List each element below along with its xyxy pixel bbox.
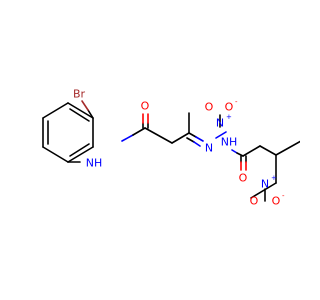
ring1-inner-bond	[69, 108, 90, 122]
nitro-minus-charge: -	[282, 192, 285, 200]
imine-bond	[188, 132, 197, 138]
nitro-oxygen-label: O	[250, 195, 259, 208]
c-c-bond	[259, 145, 277, 156]
amide-oxygen-label: O	[141, 100, 150, 113]
hydrazide-oxygen-label: O	[239, 172, 248, 185]
ring2-bond	[275, 140, 300, 156]
ring1-bond	[42, 102, 69, 119]
hydrazide-nh-label: NH	[221, 136, 238, 149]
amide-nh-label: NH	[86, 157, 103, 170]
nitro-plus-charge: +	[271, 174, 277, 182]
nitro-oxygen-label: O	[225, 101, 234, 114]
n-c-bond	[132, 127, 146, 136]
nitro-oxygen-label: O	[272, 195, 281, 208]
bonds	[42, 100, 300, 202]
atom-labels: Br NH O N NH O N O O N O O + - + -	[73, 88, 285, 208]
nitro-nitrogen-label: N	[216, 117, 224, 130]
ring1-bond	[67, 146, 94, 163]
ring1-bond	[67, 102, 94, 119]
nitro-nitrogen-label: N	[261, 178, 269, 191]
c-br-bond	[87, 109, 94, 119]
molecule-structure-diagram: Br NH O N NH O N O O N O O + - + -	[42, 88, 300, 208]
nitro-minus-charge: -	[235, 98, 238, 106]
imine-bond	[193, 141, 201, 147]
hydrazone-n-label: N	[205, 142, 213, 155]
n-c-bond	[231, 149, 238, 154]
ring1-inner-bond	[69, 143, 90, 157]
imine-bond	[186, 137, 195, 143]
bromine-label: Br	[73, 88, 86, 101]
ring1-bond	[42, 146, 69, 163]
n-n-bond	[215, 131, 227, 139]
c-c-bond	[144, 127, 173, 144]
c-c-bond	[242, 145, 261, 157]
nitro-plus-charge: +	[226, 113, 232, 121]
imine-bond	[195, 136, 204, 142]
n-c-bond	[121, 134, 134, 142]
c-br-bond	[81, 100, 89, 111]
n-c-bond	[236, 152, 244, 157]
ring2-bond	[250, 182, 277, 199]
nitro-oxygen-label: O	[205, 101, 214, 114]
c-c-bond	[171, 132, 190, 144]
